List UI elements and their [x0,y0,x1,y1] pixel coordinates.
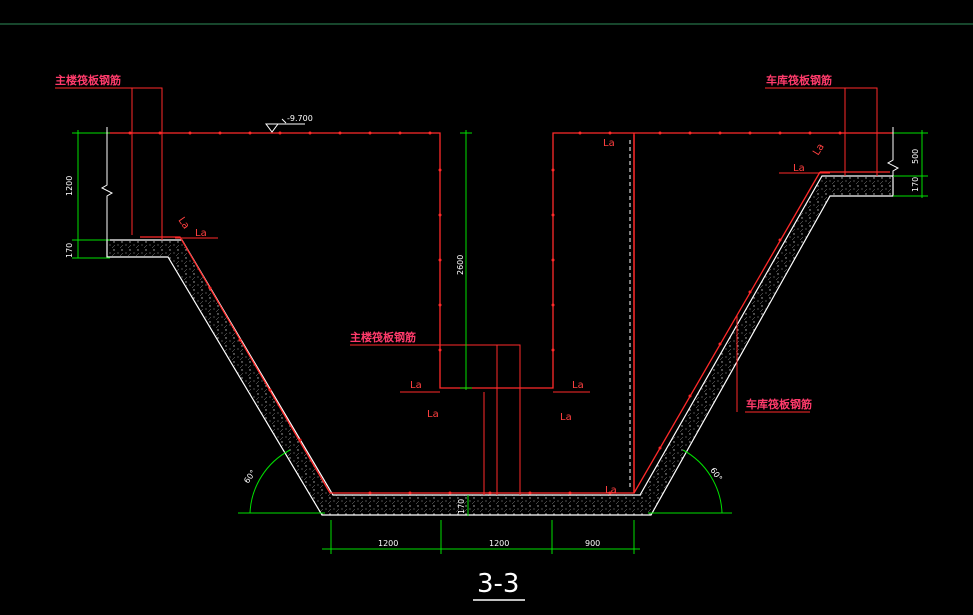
center-label: 主楼筏板钢筋 [350,330,416,344]
dim-right-angle: 60° [708,466,724,483]
break-marks [100,127,900,255]
dim-left-lower: 170 [65,243,74,258]
dim-right-upper: 500 [911,149,920,164]
dim-bottom-2: 1200 [489,539,509,548]
dim-center-vertical: 2600 [456,255,465,275]
la-label: La [793,163,805,174]
rebar-lines [107,132,893,494]
dim-right-lower: 170 [911,177,920,192]
leader-lines [55,87,878,495]
section-title-text: 3-3 [477,569,519,599]
right-lower-label: 车库筏板钢筋 [746,397,812,411]
elevation-marker: -9.700 [265,114,313,133]
la-label: La [176,215,192,231]
la-label: La [605,485,617,496]
la-label: La [195,228,207,239]
la-label: La [603,138,615,149]
dim-left-upper: 1200 [65,176,74,196]
dimension-lines [72,130,928,554]
dim-bottom-thickness: 170 [457,499,466,514]
top-left-label: 主楼筏板钢筋 [55,73,121,87]
la-label: La [410,380,422,391]
la-label: La [811,142,827,158]
dim-bottom-1: 1200 [378,539,398,548]
la-label: La [427,409,439,420]
la-label: La [572,380,584,391]
elevation-label: -9.700 [287,114,313,123]
rebar-dots [128,131,842,495]
dim-bottom-3: 900 [585,539,600,548]
dim-left-angle: 60° [242,468,258,485]
la-label: La [560,412,572,423]
section-title: 3-3 [473,569,525,601]
top-right-label: 车库筏板钢筋 [766,73,832,87]
